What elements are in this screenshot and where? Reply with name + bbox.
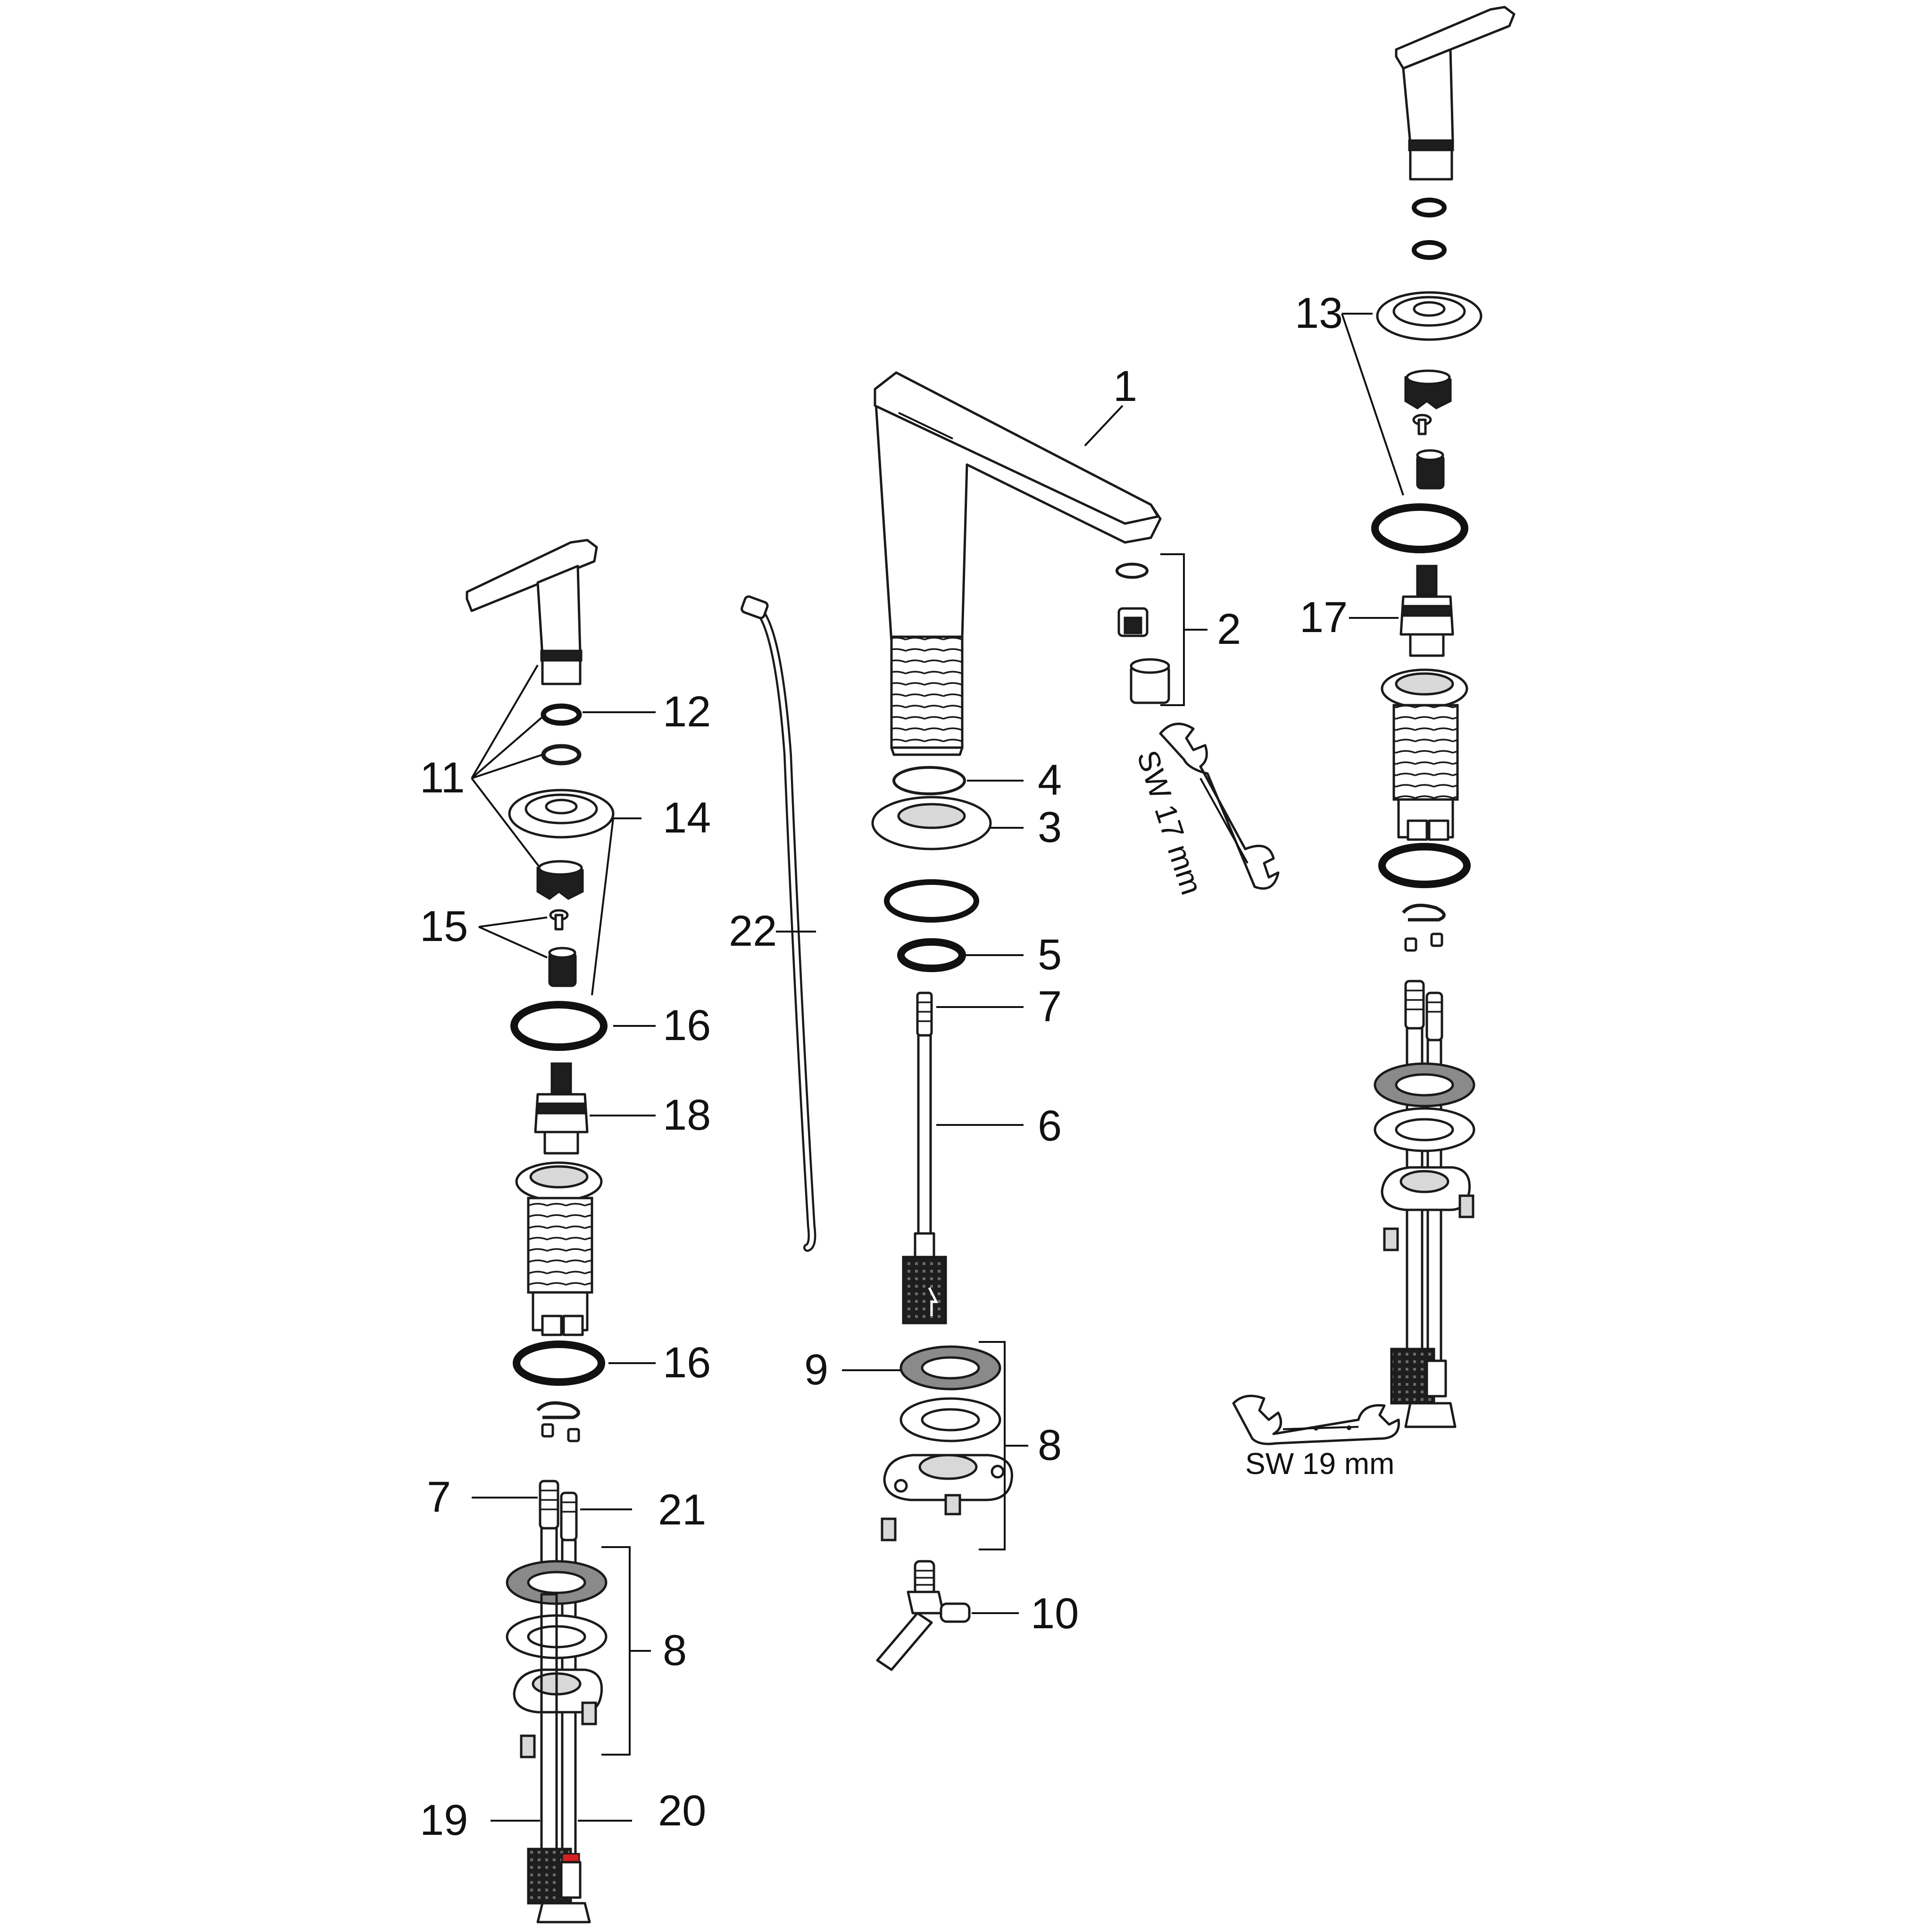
leader-11: [471, 664, 543, 869]
ring-11a: [541, 744, 582, 766]
callout-13: 13: [1295, 289, 1343, 337]
aerator-set: [1116, 563, 1170, 704]
valve-cartridge-18: [534, 1062, 589, 1155]
leader-14: [591, 817, 641, 996]
spout-body: [874, 371, 1162, 756]
callout-1: 1: [1113, 362, 1137, 410]
wrench-19mm-label: SW 19 mm: [1245, 1447, 1394, 1481]
right-pipe-ends: [1390, 1348, 1457, 1428]
callout-11: 11: [420, 754, 465, 802]
callout-7-center: 7: [1038, 983, 1062, 1031]
callout-14: 14: [663, 794, 711, 842]
o-ring-4: [892, 766, 966, 795]
left-pipe-ends: [527, 1848, 591, 1924]
callout-9: 9: [804, 1346, 828, 1394]
hose-22: [741, 595, 816, 1252]
callout-4: 4: [1038, 756, 1062, 804]
right-o-ring-a: [1412, 198, 1447, 217]
right-clip: [1402, 903, 1446, 952]
right-o-ring-b: [1412, 240, 1447, 260]
callout-17: 17: [1299, 593, 1348, 641]
bracket-8-left: [601, 1546, 651, 1756]
valve-cartridge-17: [1399, 565, 1454, 657]
right-screw: [1412, 414, 1432, 435]
leader-15: [478, 916, 548, 958]
bracket-2: [1160, 553, 1208, 706]
callout-19: 19: [420, 1796, 468, 1844]
callout-3: 3: [1038, 803, 1062, 851]
right-handle-lever: [1395, 6, 1516, 181]
left-clip: [536, 1401, 580, 1442]
right-o-ring-large: [1371, 503, 1468, 553]
callout-20: 20: [658, 1787, 706, 1835]
right-adapter-nut: [1404, 369, 1452, 410]
callout-7-left: 7: [427, 1473, 451, 1521]
wrench-17mm-icon: [1159, 723, 1280, 890]
right-rosette: [1376, 291, 1482, 341]
o-ring-5: [897, 938, 966, 972]
right-insert: [1416, 449, 1445, 490]
callout-10: 10: [1031, 1590, 1079, 1638]
wrench-19mm-icon: [1232, 1394, 1400, 1445]
left-adapter-nut: [536, 860, 584, 900]
left-handle-lever: [466, 539, 598, 685]
connection-pipe-6: [902, 991, 947, 1324]
callout-22: 22: [729, 907, 777, 955]
callout-21: 21: [658, 1486, 706, 1534]
callout-18: 18: [663, 1091, 711, 1139]
mounting-set-left: [506, 1560, 608, 1850]
callout-8-center: 8: [1038, 1421, 1062, 1469]
callout-6: 6: [1038, 1102, 1062, 1150]
leader-13: [1341, 313, 1404, 496]
left-rosette: [508, 789, 615, 839]
bracket-8-center: [979, 1341, 1028, 1550]
t-connector-10: [876, 1560, 971, 1671]
o-ring-16-upper: [510, 1001, 608, 1051]
right-valve-body: [1381, 668, 1468, 841]
callout-15: 15: [420, 902, 468, 950]
left-valve-body: [515, 1161, 603, 1336]
callout-16-lower: 16: [663, 1339, 711, 1387]
callout-8-left: 8: [663, 1626, 687, 1674]
callout-12: 12: [663, 688, 711, 736]
callout-2: 2: [1217, 605, 1241, 653]
base-ring-3: [871, 796, 992, 850]
right-o-ring-lower: [1378, 843, 1471, 888]
callout-16-upper: 16: [663, 1001, 711, 1049]
o-ring-12: [541, 703, 582, 726]
mounting-set-center: [881, 1345, 1013, 1541]
leader-1: [1084, 405, 1124, 447]
left-screw-15: [549, 909, 569, 931]
mounting-set-right: [1374, 1062, 1475, 1251]
washer-center: [884, 879, 979, 923]
callout-5: 5: [1038, 931, 1062, 979]
o-ring-16-lower: [513, 1341, 605, 1386]
left-insert-15: [548, 947, 577, 987]
